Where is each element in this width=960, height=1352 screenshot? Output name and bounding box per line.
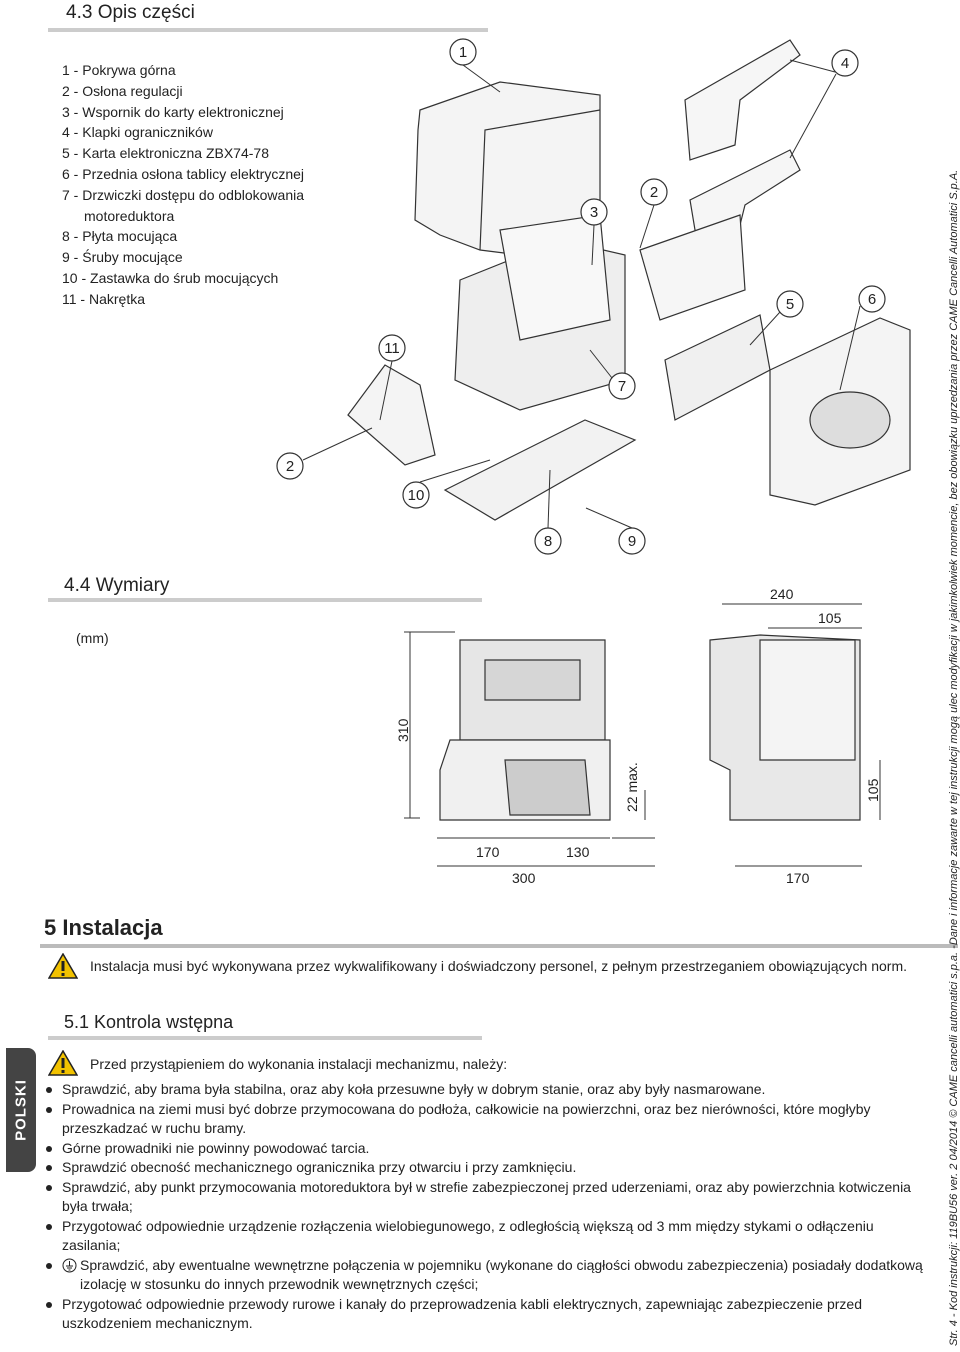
language-tab-label: POLSKI (12, 1079, 30, 1141)
adjust-cover-shape (347, 364, 436, 466)
list-item: Sprawdzić, aby brama była stabilna, oraz… (44, 1080, 924, 1100)
cover-grill (809, 391, 891, 449)
dim-label: 310 (395, 718, 411, 742)
callout-label: 5 (786, 296, 794, 313)
list-item: 1 - Pokrywa górna (62, 62, 176, 78)
section-title-5: 5 Instalacja (44, 915, 163, 940)
list-item: 2 - Osłona regulacji (62, 82, 183, 99)
list-item: Przygotować odpowiednie urządzenie rozłą… (44, 1217, 924, 1256)
list-item: 5 - Karta elektroniczna ZBX74-78 (62, 145, 269, 162)
callout-label: 1 (459, 44, 467, 61)
callout-4 (831, 49, 859, 77)
callout-label: 11 (384, 340, 400, 357)
divider (48, 1036, 482, 1040)
list-item: 7 - Drzwiczki dostępu do odblokowania (62, 186, 305, 203)
card-bracket-shape (499, 214, 611, 341)
section-title: 4.3 Opis części (66, 2, 195, 23)
exploded-parts-diagram: 1 2 3 4 5 6 7 8 9 10 11 2 310 22 max. 17… (276, 38, 911, 886)
dim-label: 105 (818, 610, 842, 626)
language-tab: POLSKI (6, 1048, 36, 1172)
list-item: 6 - Przednia osłona tablicy elektrycznej (62, 165, 305, 182)
callout-6 (858, 285, 886, 313)
list-item: Sprawdzić obecność mechanicznego ogranic… (44, 1158, 924, 1178)
cover-edge (479, 109, 601, 251)
front-view-window (484, 659, 581, 701)
limit-flap-top (684, 39, 801, 161)
list-item: 3 - Wspornik do karty elektronicznej (62, 103, 284, 120)
dim-label: 240 (770, 586, 794, 602)
callout-label: 10 (408, 487, 425, 504)
list-item: 11 - Nakrętka (62, 290, 145, 307)
callout-2b (276, 452, 304, 480)
control-board-shape (664, 314, 771, 421)
checklist: Sprawdzić, aby brama była stabilna, oraz… (44, 1080, 924, 1334)
list-item: 9 - Śruby mocujące (62, 249, 183, 266)
callout-label: 8 (544, 533, 552, 550)
warning-icon (48, 953, 78, 979)
list-item: motoreduktora (84, 207, 175, 224)
divider (40, 944, 958, 948)
list-item: 8 - Płyta mocująca (62, 228, 178, 245)
parts-list: 1 - Pokrywa górna 2 - Osłona regulacji 3… (62, 60, 304, 310)
callout-label: 2 (286, 458, 294, 475)
section-title-4-4: 4.4 Wymiary (64, 575, 170, 596)
callout-10 (402, 481, 430, 509)
unit-label: (mm) (76, 630, 109, 646)
section-title-5-1: 5.1 Kontrola wstępna (64, 1012, 234, 1032)
list-item: Sprawdzić, aby punkt przymocowania motor… (44, 1178, 924, 1217)
front-view-gear (504, 759, 591, 816)
warning-icon (48, 1050, 78, 1076)
warning-text: Instalacja musi być wykonywana przez wyk… (90, 958, 908, 974)
base-plate-shape (443, 419, 637, 521)
dim-label: 130 (566, 844, 590, 860)
dim-label: 105 (865, 778, 881, 802)
callout-label: 7 (618, 378, 626, 395)
warning-text: Przed przystąpieniem do wykonania instal… (90, 1056, 508, 1072)
callout-label: 3 (590, 204, 598, 221)
dim-label: 22 max. (624, 762, 640, 812)
callout-5 (776, 290, 804, 318)
list-item: Przygotować odpowiednie przewody rurowe … (44, 1295, 924, 1334)
dim-label: 300 (512, 870, 536, 886)
list-item: 4 - Klapki ograniczników (62, 124, 213, 141)
side-view-cover (759, 639, 856, 761)
bracket-shape (639, 214, 746, 321)
dim-label: 170 (786, 870, 810, 886)
callout-label: 6 (868, 291, 876, 308)
list-item: Prowadnica na ziemi musi być dobrze przy… (44, 1100, 924, 1139)
list-item: 10 - Zastawka do śrub mocujących (62, 269, 279, 286)
callout-label: 4 (841, 55, 849, 72)
divider (48, 598, 482, 602)
list-item: Górne prowadniki nie powinny powodować t… (44, 1139, 924, 1159)
callout-label: 2 (650, 184, 658, 201)
callout-7 (608, 372, 636, 400)
dim-label: 170 (476, 844, 500, 860)
ground-icon (62, 1258, 77, 1272)
callout-label: 9 (628, 533, 636, 550)
list-item-text: Sprawdzić, aby ewentualne wewnętrzne poł… (80, 1256, 923, 1293)
section-header-4-3: 4.3 Opis części (48, 0, 488, 32)
footer-vertical-text: Str. 4 - Kod instrukcji: 119BU56 ver. 2 … (948, 169, 960, 1346)
list-item: Sprawdzić, aby ewentualne wewnętrzne poł… (44, 1256, 924, 1295)
